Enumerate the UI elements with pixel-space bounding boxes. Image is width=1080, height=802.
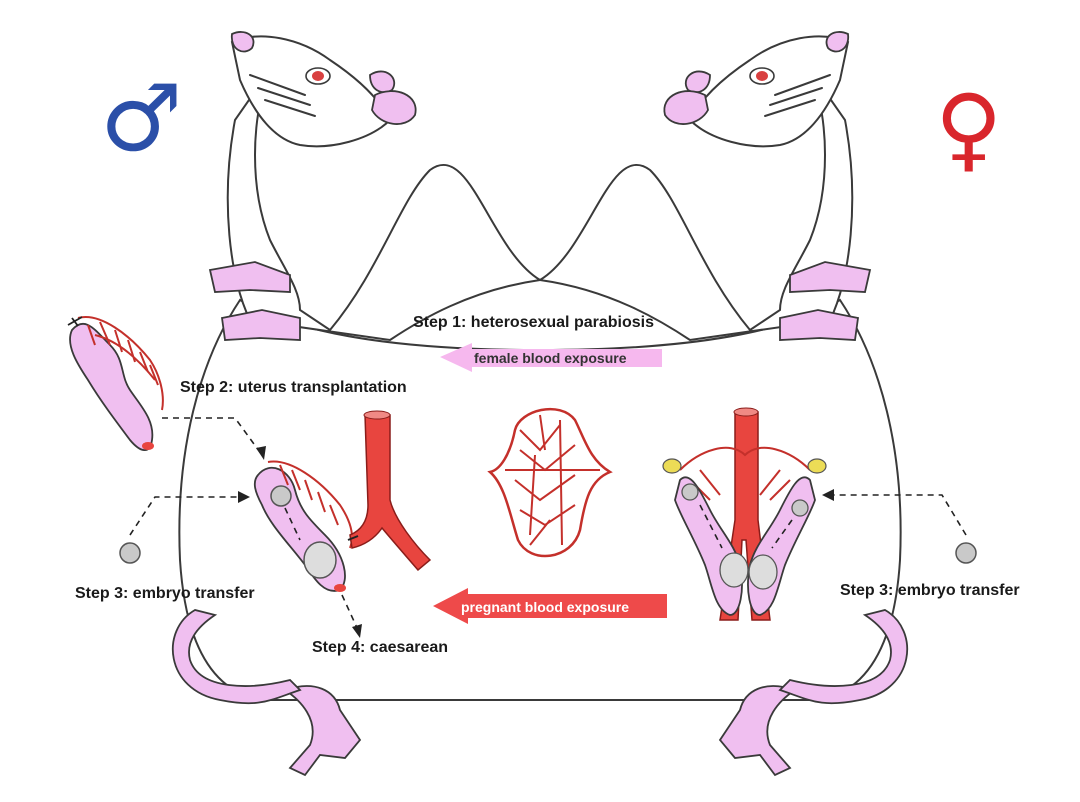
svg-text:female blood exposure: female blood exposure xyxy=(474,350,627,366)
embryo-transfer-arrow-left xyxy=(129,496,240,536)
donor-uterus xyxy=(67,316,164,452)
female-uterus xyxy=(662,407,827,621)
vascular-network xyxy=(487,407,613,558)
female-blood-exposure-arrow: female blood exposure xyxy=(440,343,662,372)
embryo-transfer-arrow-right xyxy=(832,494,967,536)
male-vessel xyxy=(347,410,432,572)
step3-right-label: Step 3: embryo transfer xyxy=(840,582,1020,599)
embryo-right xyxy=(955,542,977,564)
female-symbol: ♀ xyxy=(935,75,1002,182)
step4-label: Step 4: caesarean xyxy=(312,639,448,656)
transplant-arrow xyxy=(162,417,263,456)
male-symbol: ♂ xyxy=(100,65,182,172)
embryo-left xyxy=(119,542,141,564)
left-rat xyxy=(172,31,543,777)
pregnant-blood-exposure-arrow: pregnant blood exposure xyxy=(433,588,667,624)
step2-label: Step 2: uterus transplantation xyxy=(180,379,407,396)
step1-label: Step 1: heterosexual parabiosis xyxy=(413,314,654,331)
step3-left-label: Step 3: embryo transfer xyxy=(75,585,255,602)
svg-text:pregnant blood exposure: pregnant blood exposure xyxy=(461,599,629,615)
transplanted-uterus xyxy=(253,460,353,592)
right-rat xyxy=(537,31,908,777)
